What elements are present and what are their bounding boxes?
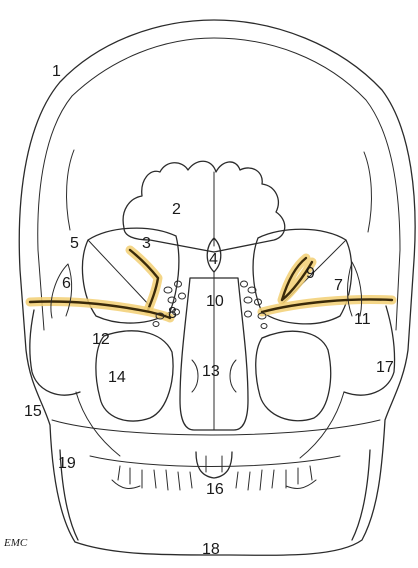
temporal-line-right (364, 152, 371, 232)
left-turbinate (192, 360, 198, 392)
label-2: 2 (172, 201, 181, 218)
label-19: 19 (58, 455, 76, 472)
label-8: 8 (168, 305, 177, 322)
artist-signature: EMC (3, 537, 28, 549)
ethmoid-cells-right (241, 281, 268, 329)
label-18: 18 (202, 541, 220, 558)
anterior-maxilla (196, 452, 232, 478)
skull-outer-contour (19, 20, 415, 555)
label-5: 5 (70, 235, 79, 252)
right-maxilla-outer (300, 392, 344, 458)
label-10: 10 (206, 293, 224, 310)
label-11: 11 (354, 311, 371, 328)
label-6: 6 (62, 275, 71, 292)
label-13: 13 (202, 363, 220, 380)
label-17: 17 (376, 359, 394, 376)
label-15: 15 (24, 403, 42, 420)
alveolar-line (90, 456, 340, 467)
label-1: 1 (52, 63, 61, 80)
label-9: 9 (306, 265, 315, 282)
highlight-glow-left-orbit (130, 250, 158, 310)
left-zygoma (30, 310, 80, 395)
label-4: 4 (209, 251, 218, 268)
label-3: 3 (142, 235, 151, 252)
label-12: 12 (92, 331, 110, 348)
right-turbinate (230, 360, 236, 392)
label-14: 14 (108, 369, 126, 386)
incisor-gap (206, 456, 222, 472)
right-maxillary-sinus (256, 331, 331, 421)
mandible-right (352, 450, 370, 540)
label-16: 16 (206, 481, 224, 498)
label-7: 7 (334, 277, 343, 294)
left-maxilla-outer (76, 392, 120, 456)
left-lesser-wing (88, 240, 150, 306)
skull-inner-contour-left (38, 96, 72, 330)
temporal-line-left (67, 150, 74, 230)
